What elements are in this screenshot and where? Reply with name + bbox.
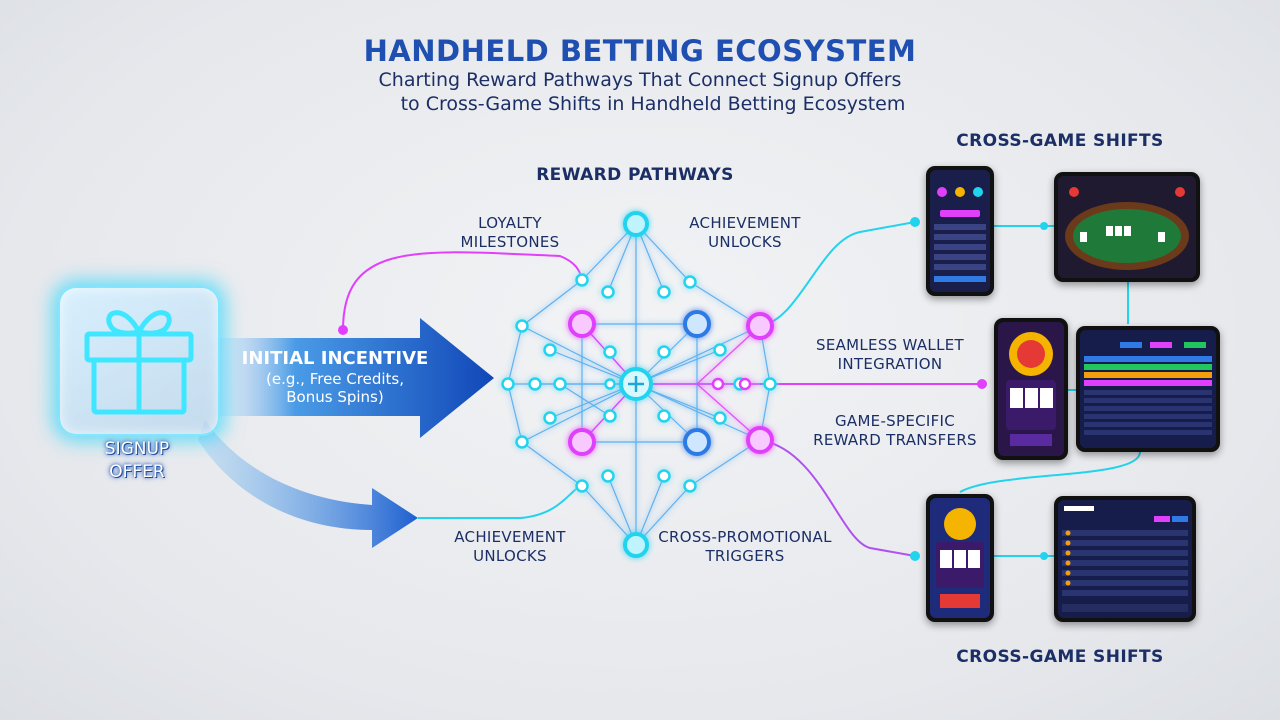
wallet-line-2: INTEGRATION bbox=[837, 355, 943, 373]
seamless-wallet-label: SEAMLESS WALLET INTEGRATION bbox=[800, 336, 980, 374]
phone-slot-machine-screen bbox=[998, 322, 1064, 456]
game-specific-transfers-label: GAME-SPECIFIC REWARD TRANSFERS bbox=[800, 412, 990, 450]
tablet-poker-table bbox=[1054, 172, 1200, 282]
cross-promotional-triggers-label: CROSS-PROMOTIONAL TRIGGERS bbox=[650, 528, 840, 566]
achievement-unlocks-bottom-label: ACHIEVEMENT UNLOCKS bbox=[425, 528, 595, 566]
dev-link-4 bbox=[959, 451, 1141, 493]
curved-arrow bbox=[198, 420, 418, 548]
lower-right-connector bbox=[759, 439, 916, 557]
gift-icon bbox=[84, 310, 194, 415]
reward-pathways-title: REWARD PATHWAYS bbox=[536, 165, 734, 185]
tablet-game-list bbox=[1054, 496, 1196, 622]
achievement-bottom-line-1: ACHIEVEMENT bbox=[454, 528, 566, 546]
loyalty-milestones-label: LOYALTY MILESTONES bbox=[430, 214, 590, 252]
incentive-detail-line-1: (e.g., Free Credits, bbox=[266, 370, 404, 388]
loyalty-line-2: MILESTONES bbox=[460, 233, 560, 251]
loyalty-line-1: LOYALTY bbox=[478, 214, 542, 232]
loyalty-connector bbox=[342, 251, 583, 331]
achievement-unlocks-top-label: ACHIEVEMENT UNLOCKS bbox=[660, 214, 830, 252]
cross-game-shifts-bottom-title: CROSS-GAME SHIFTS bbox=[956, 647, 1164, 667]
transfers-line-1: GAME-SPECIFIC bbox=[834, 412, 956, 430]
page-subtitle: Charting Reward Pathways That Connect Si… bbox=[0, 68, 1280, 116]
top-right-connector bbox=[759, 221, 916, 327]
cross-game-shifts-top-title: CROSS-GAME SHIFTS bbox=[956, 131, 1164, 151]
incentive-detail-line-2: Bonus Spins) bbox=[286, 388, 384, 406]
subtitle-line-2: to Cross-Game Shifts in Handheld Betting… bbox=[400, 93, 906, 115]
loyalty-connector-dot bbox=[338, 325, 348, 335]
phone-slot-game-screen bbox=[930, 498, 990, 618]
phone-casino-lobby bbox=[926, 166, 994, 296]
wallet-line-1: SEAMLESS WALLET bbox=[816, 336, 964, 354]
reward-network bbox=[501, 211, 777, 558]
phone-casino-lobby-screen bbox=[930, 170, 990, 292]
top-right-dot bbox=[910, 217, 920, 227]
phone-slot-machine bbox=[994, 318, 1068, 460]
achievement-bottom-connector bbox=[418, 484, 583, 519]
tablet-sportsbook bbox=[1076, 326, 1220, 452]
transfers-line-2: REWARD TRANSFERS bbox=[813, 431, 977, 449]
lower-right-dot bbox=[910, 551, 920, 561]
wallet-dot bbox=[977, 379, 987, 389]
page-title: HANDHELD BETTING ECOSYSTEM bbox=[363, 34, 917, 68]
achievement-bottom-line-2: UNLOCKS bbox=[473, 547, 547, 565]
tablet-sportsbook-screen bbox=[1080, 330, 1216, 448]
cross-promo-line-2: TRIGGERS bbox=[705, 547, 785, 565]
subtitle-line-1: Charting Reward Pathways That Connect Si… bbox=[378, 69, 902, 91]
signup-label-line-2: OFFER bbox=[109, 462, 165, 482]
tablet-game-list-screen bbox=[1058, 500, 1192, 618]
cross-promo-line-1: CROSS-PROMOTIONAL bbox=[658, 528, 832, 546]
incentive-arrow bbox=[210, 318, 494, 438]
achievement-top-line-1: ACHIEVEMENT bbox=[689, 214, 801, 232]
signup-offer-label: SIGNUP OFFER bbox=[70, 438, 204, 484]
achievement-top-line-2: UNLOCKS bbox=[708, 233, 782, 251]
initial-incentive-label: INITIAL INCENTIVE (e.g., Free Credits, B… bbox=[232, 348, 438, 406]
phone-slot-game bbox=[926, 494, 994, 622]
incentive-title: INITIAL INCENTIVE bbox=[241, 348, 429, 369]
signup-offer-card bbox=[58, 286, 220, 436]
signup-label-line-1: SIGNUP bbox=[104, 439, 170, 459]
tablet-poker-table-screen bbox=[1058, 176, 1196, 278]
